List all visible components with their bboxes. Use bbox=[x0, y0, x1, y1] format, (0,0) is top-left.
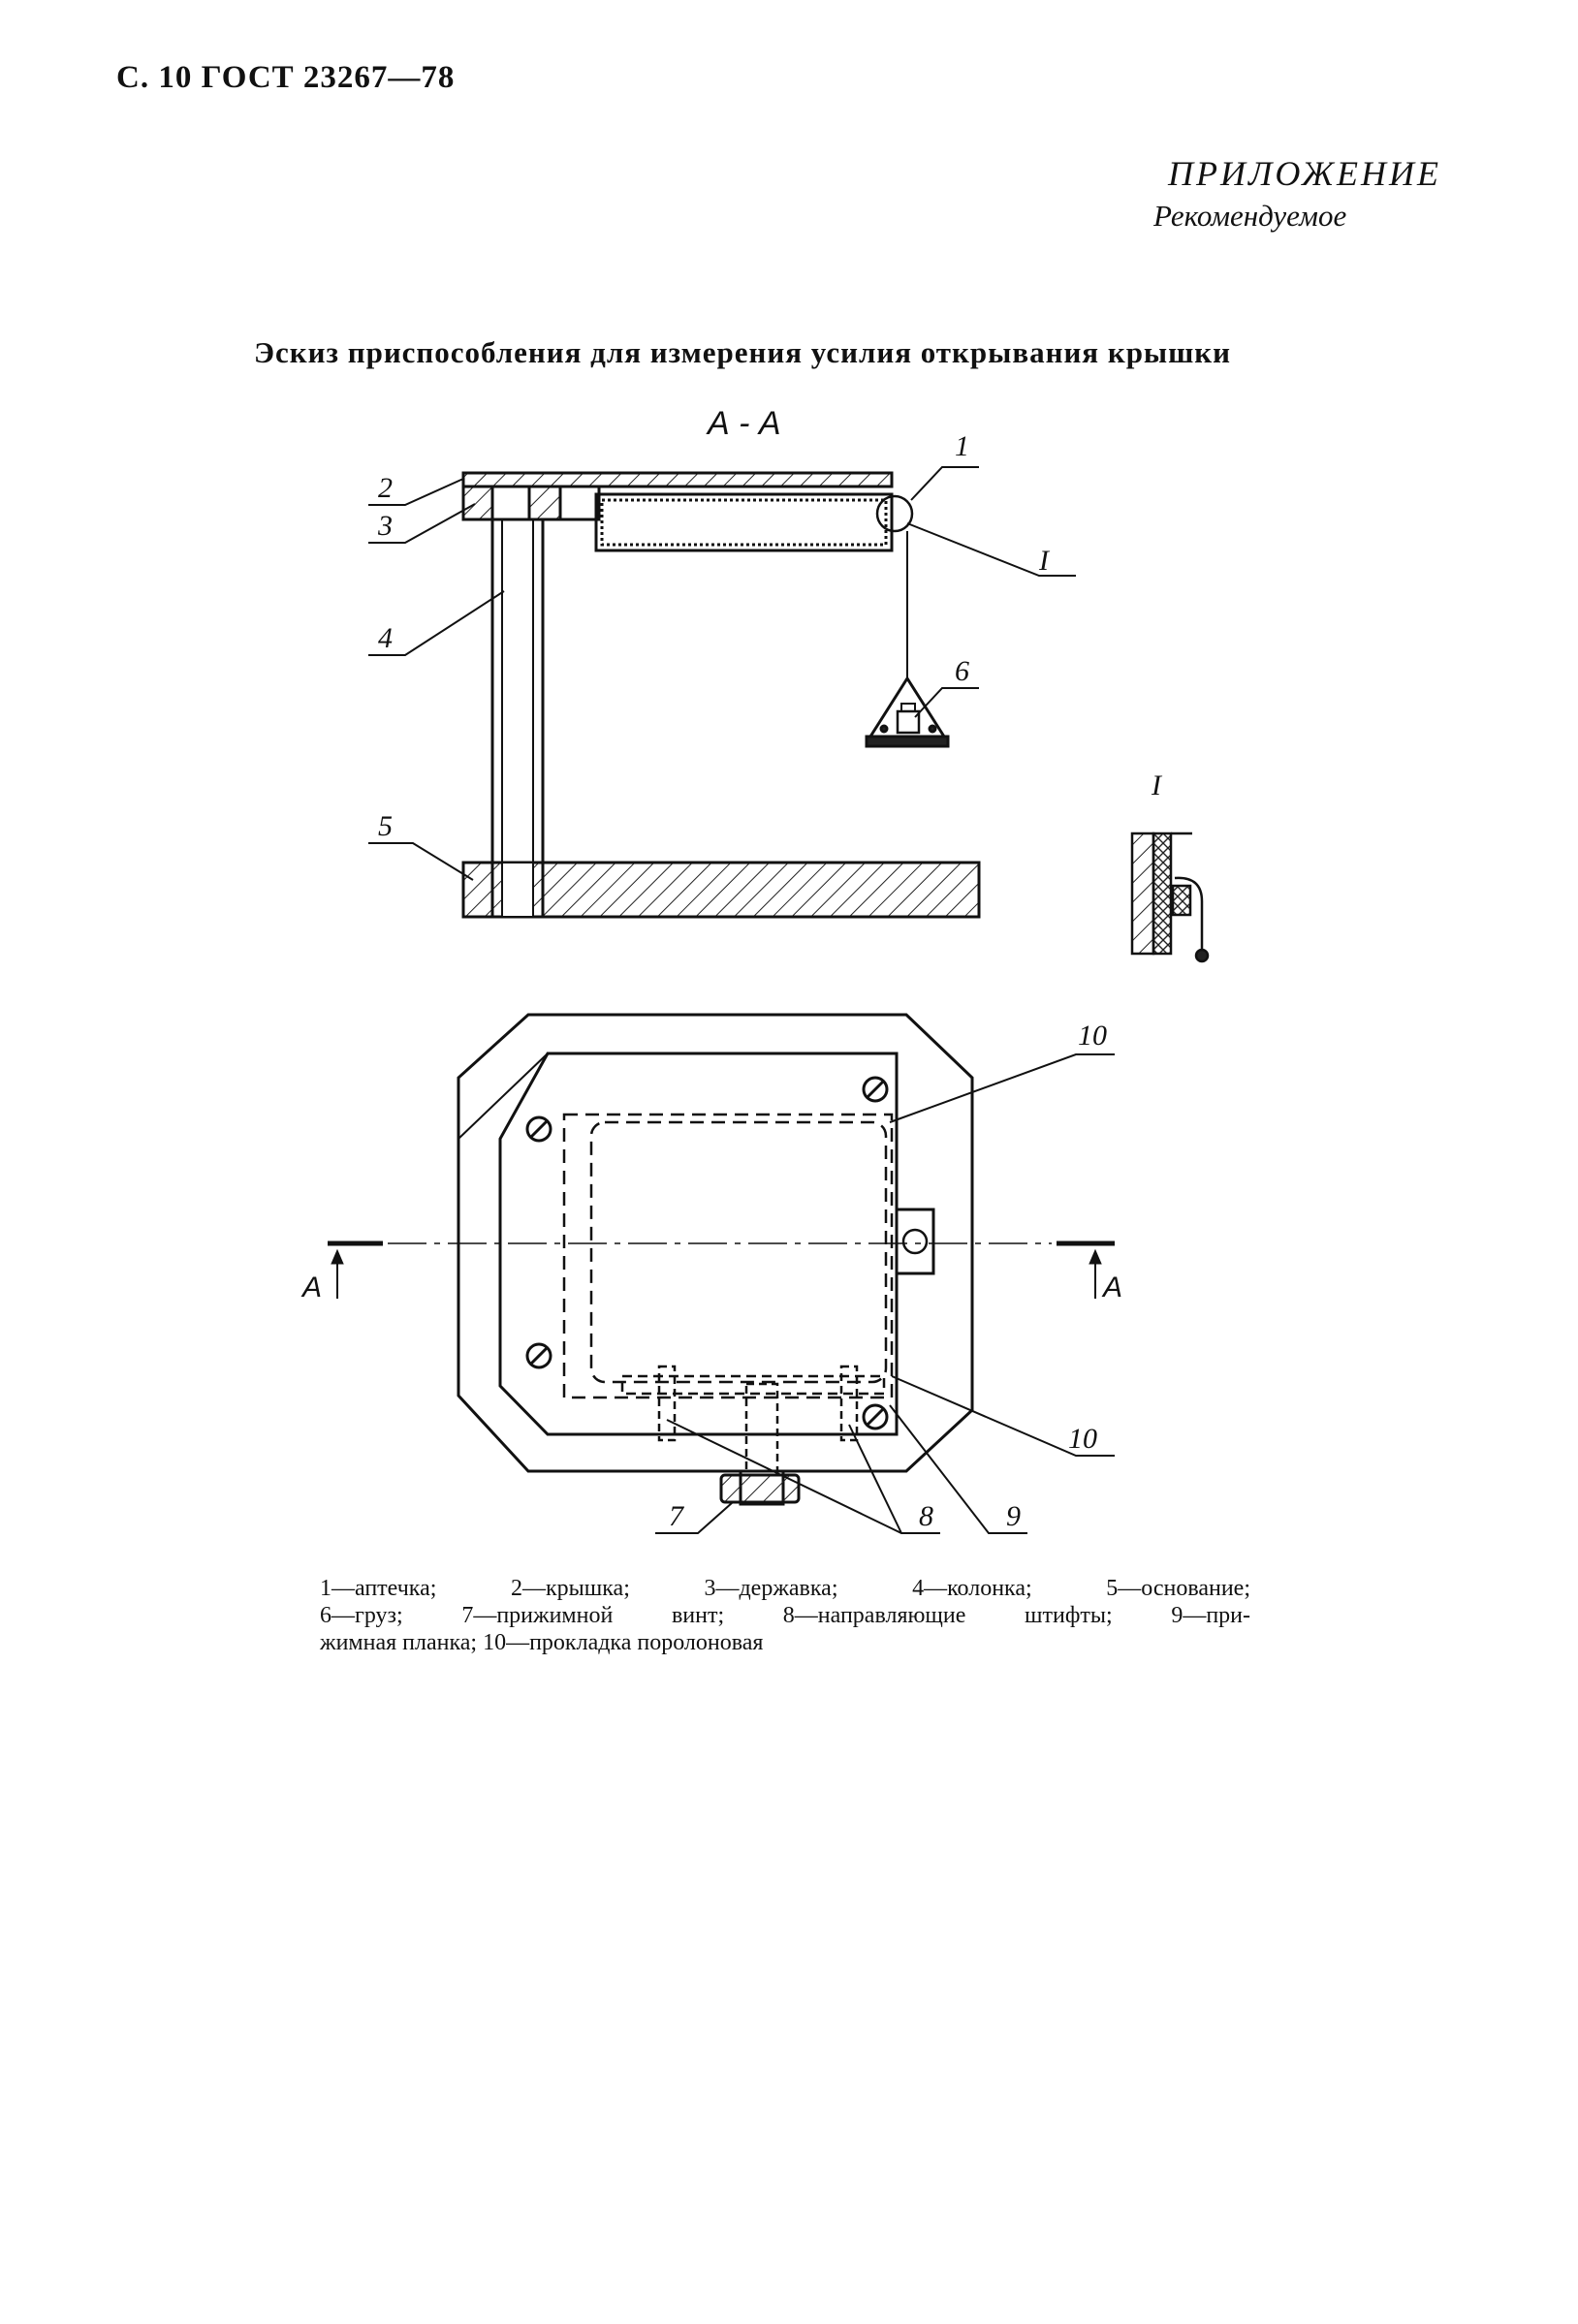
callout-I: I bbox=[1038, 545, 1051, 577]
callout-5: 5 bbox=[378, 810, 393, 842]
plan-leaders bbox=[655, 1053, 1115, 1534]
legend-line: 6—груз; 7—прижимной винт; 8—направляющие… bbox=[320, 1603, 1250, 1628]
lid-part-2 bbox=[461, 471, 894, 488]
guide-pin-part-8 bbox=[657, 1365, 677, 1442]
callout-10-top: 10 bbox=[1078, 1020, 1107, 1052]
callout-4: 4 bbox=[378, 622, 393, 654]
section-leaders bbox=[368, 466, 1076, 881]
appendix-title: ПРИЛОЖЕНИЕ bbox=[1168, 154, 1441, 193]
legend: 1—аптечка; 2—крышка; 3—державка; 4—колон… bbox=[320, 1575, 1250, 1656]
lid-plate bbox=[498, 1052, 899, 1436]
first-aid-kit-inner bbox=[600, 498, 888, 547]
callout-6: 6 bbox=[955, 655, 969, 687]
guide-pin-part-8 bbox=[839, 1365, 859, 1442]
kit-outline bbox=[589, 1120, 888, 1384]
detail-circle-I bbox=[875, 494, 914, 533]
callout-7: 7 bbox=[669, 1500, 685, 1532]
foam-pad-outline bbox=[562, 1113, 894, 1399]
column-part-4 bbox=[490, 518, 545, 864]
detail-label: I bbox=[1151, 769, 1163, 801]
screw-icon bbox=[862, 1076, 889, 1103]
sketch-title: Эскиз приспособления для измерения усили… bbox=[254, 335, 1232, 369]
section-line bbox=[328, 1241, 1115, 1299]
callout-2: 2 bbox=[378, 472, 393, 504]
callout-1: 1 bbox=[955, 430, 969, 462]
legend-line: 1—аптечка; 2—крышка; 3—державка; 4—колон… bbox=[320, 1576, 1250, 1601]
callout-8: 8 bbox=[919, 1500, 933, 1532]
base-outline bbox=[457, 1013, 974, 1473]
plan-view bbox=[457, 1013, 974, 1506]
base-part-5 bbox=[461, 861, 981, 919]
holder-gap bbox=[558, 485, 601, 521]
detail-view-I bbox=[1130, 832, 1210, 963]
callout-10-bottom: 10 bbox=[1068, 1423, 1097, 1455]
section-mark-left: А bbox=[300, 1272, 322, 1303]
latch bbox=[895, 1208, 935, 1275]
screw-icon bbox=[525, 1115, 552, 1143]
weight-part-6 bbox=[865, 675, 950, 748]
clamp-bar-part-9 bbox=[620, 1374, 886, 1396]
section-label: А - А bbox=[706, 405, 781, 442]
section-mark-right: А bbox=[1101, 1272, 1122, 1303]
appendix-subtitle: Рекомендуемое bbox=[1153, 199, 1347, 233]
screw-icon bbox=[862, 1403, 889, 1430]
first-aid-kit-part-1 bbox=[594, 492, 894, 552]
screw-icon bbox=[525, 1342, 552, 1369]
callout-9: 9 bbox=[1006, 1500, 1021, 1532]
holder-bore bbox=[490, 485, 531, 521]
section-view bbox=[461, 471, 981, 919]
legend-line: жимная планка; 10—прокладка поролоновая bbox=[320, 1630, 764, 1655]
page-header: С. 10 ГОСТ 23267—78 bbox=[116, 60, 456, 95]
callout-3: 3 bbox=[377, 510, 393, 542]
clamp-screw-knob bbox=[719, 1473, 801, 1504]
